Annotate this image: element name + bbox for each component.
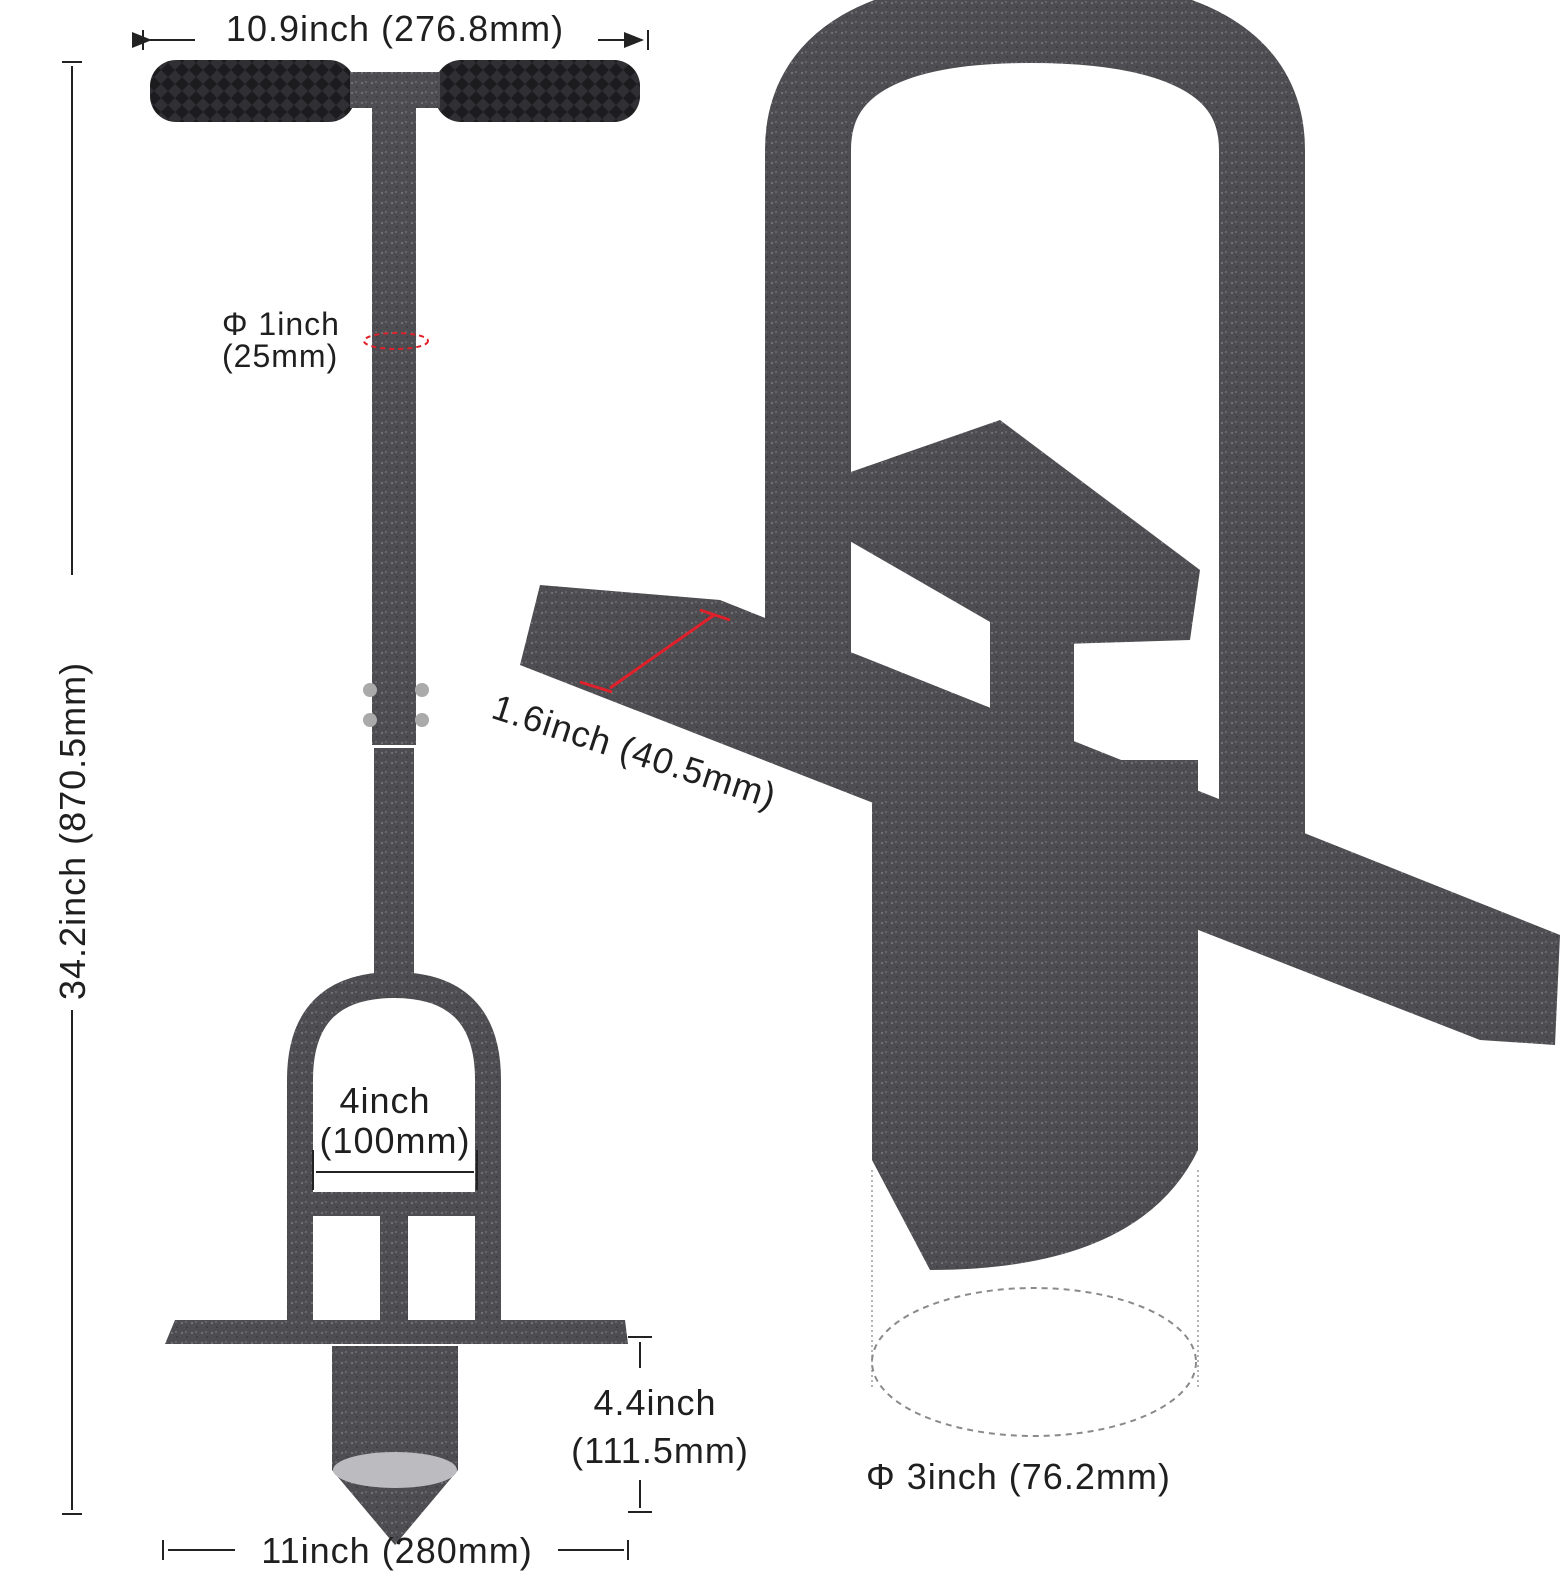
- core-diameter-label: Φ 3inch (76.2mm): [866, 1456, 1171, 1497]
- frame-width-label: 4inch: [339, 1080, 431, 1121]
- coring-opening: [333, 1452, 457, 1488]
- tool-closeup-view: [520, 0, 1560, 1437]
- inner-rod: [380, 1214, 408, 1332]
- bolt: [415, 683, 429, 697]
- core-diameter-outline: [871, 1287, 1197, 1437]
- u-frame: [287, 971, 501, 1330]
- frame-width-mm-label: (100mm): [319, 1120, 471, 1161]
- handle-crossbar: [350, 72, 440, 108]
- foot-plate-width-marker: [579, 608, 731, 694]
- total-height-label: 34.2inch (870.5mm): [52, 661, 93, 1000]
- step-plate: [312, 1192, 480, 1216]
- shaft-diameter-mm-label: (25mm): [222, 338, 339, 374]
- bolt: [363, 713, 377, 727]
- shaft-diameter-label: Φ 1inch: [222, 306, 340, 342]
- foot-plate: [165, 1320, 628, 1344]
- closeup-inner-rod: [990, 590, 1074, 822]
- closeup-step-plate: [822, 420, 1200, 645]
- shaft-upper: [372, 105, 416, 745]
- bolt: [415, 713, 429, 727]
- shaft-diameter-marker: [363, 332, 429, 350]
- closeup-u-frame: [765, 0, 1305, 910]
- tool-full-view: [150, 60, 640, 1545]
- right-grip: [435, 60, 640, 122]
- coring-cylinder: [332, 1346, 458, 1545]
- left-grip: [150, 60, 355, 122]
- bolt: [363, 683, 377, 697]
- handle-width-label: 10.9inch (276.8mm): [225, 8, 565, 49]
- blade-depth-label: 4.4inch: [593, 1382, 717, 1423]
- blade-depth-mm-label: (111.5mm): [571, 1430, 749, 1471]
- dimension-lines: [62, 30, 652, 1560]
- shaft-lower: [374, 748, 414, 988]
- foot-plate-length-label: 11inch (280mm): [261, 1530, 533, 1571]
